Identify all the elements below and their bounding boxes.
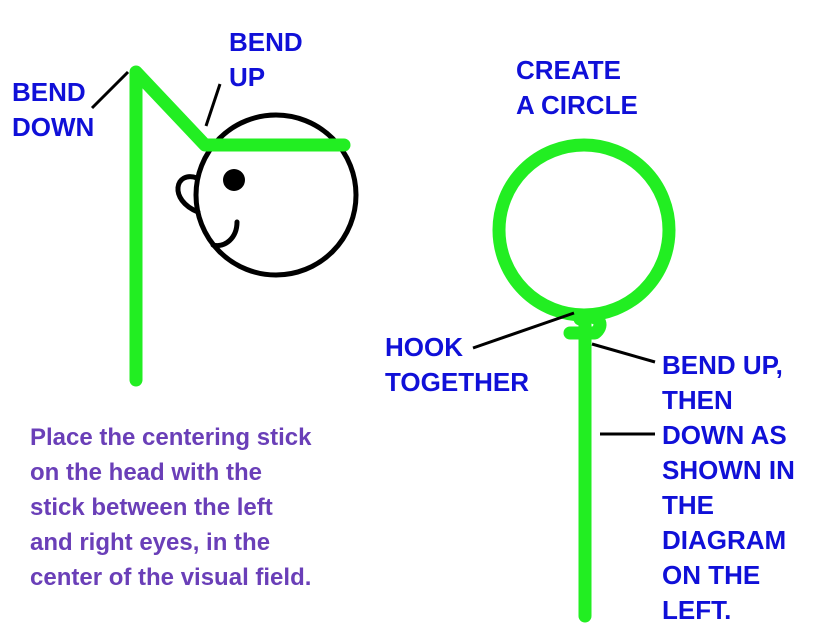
leader-bend-down <box>90 70 130 110</box>
label-bend-up-then-down: BEND UP, THEN DOWN AS SHOWN IN THE DIAGR… <box>662 348 795 628</box>
label-line: DOWN AS <box>662 420 787 450</box>
stick-circle <box>492 138 676 322</box>
label-line: ON THE <box>662 560 761 590</box>
leader-bend-up <box>204 83 222 127</box>
label-line: TOGETHER <box>385 367 529 397</box>
instruction-line: stick between the left <box>30 494 273 521</box>
label-line: CREATE <box>516 55 621 85</box>
label-line: A CIRCLE <box>516 90 638 120</box>
label-line: SHOWN IN <box>662 455 795 485</box>
mouth <box>210 219 240 249</box>
label-line: DIAGRAM <box>662 525 787 555</box>
label-bend-up: BEND UP <box>229 25 303 95</box>
leader-hook <box>472 311 575 350</box>
label-bend-down: BEND DOWN <box>12 75 94 145</box>
label-line: DOWN <box>12 112 95 142</box>
ear <box>175 174 201 215</box>
head <box>175 112 359 278</box>
label-line: LEFT. <box>662 595 732 625</box>
label-line: BEND UP, <box>662 350 783 380</box>
instruction-line: on the head with the <box>30 459 262 486</box>
eye <box>223 169 245 191</box>
instruction-text: Place the centering stick on the head wi… <box>30 420 380 595</box>
label-line: BEND <box>12 77 86 107</box>
instruction-line: and right eyes, in the <box>30 529 271 556</box>
leader-lines <box>90 70 656 436</box>
label-create-circle: CREATE A CIRCLE <box>516 53 638 123</box>
centering-stick-bent <box>129 65 351 387</box>
label-line: BEND <box>229 27 303 57</box>
instruction-line: center of the visual field. <box>30 564 312 591</box>
label-line: UP <box>229 62 266 92</box>
stick-hook <box>563 310 607 340</box>
label-hook-together: HOOK TOGETHER <box>385 330 529 400</box>
label-line: HOOK <box>385 332 463 362</box>
centering-stick-loop <box>492 138 676 623</box>
label-line: THEN <box>662 385 733 415</box>
label-line: THE <box>662 490 714 520</box>
leader-bend-up-then <box>591 342 656 364</box>
head-circle <box>193 112 359 278</box>
instruction-line: Place the centering stick <box>30 424 312 451</box>
